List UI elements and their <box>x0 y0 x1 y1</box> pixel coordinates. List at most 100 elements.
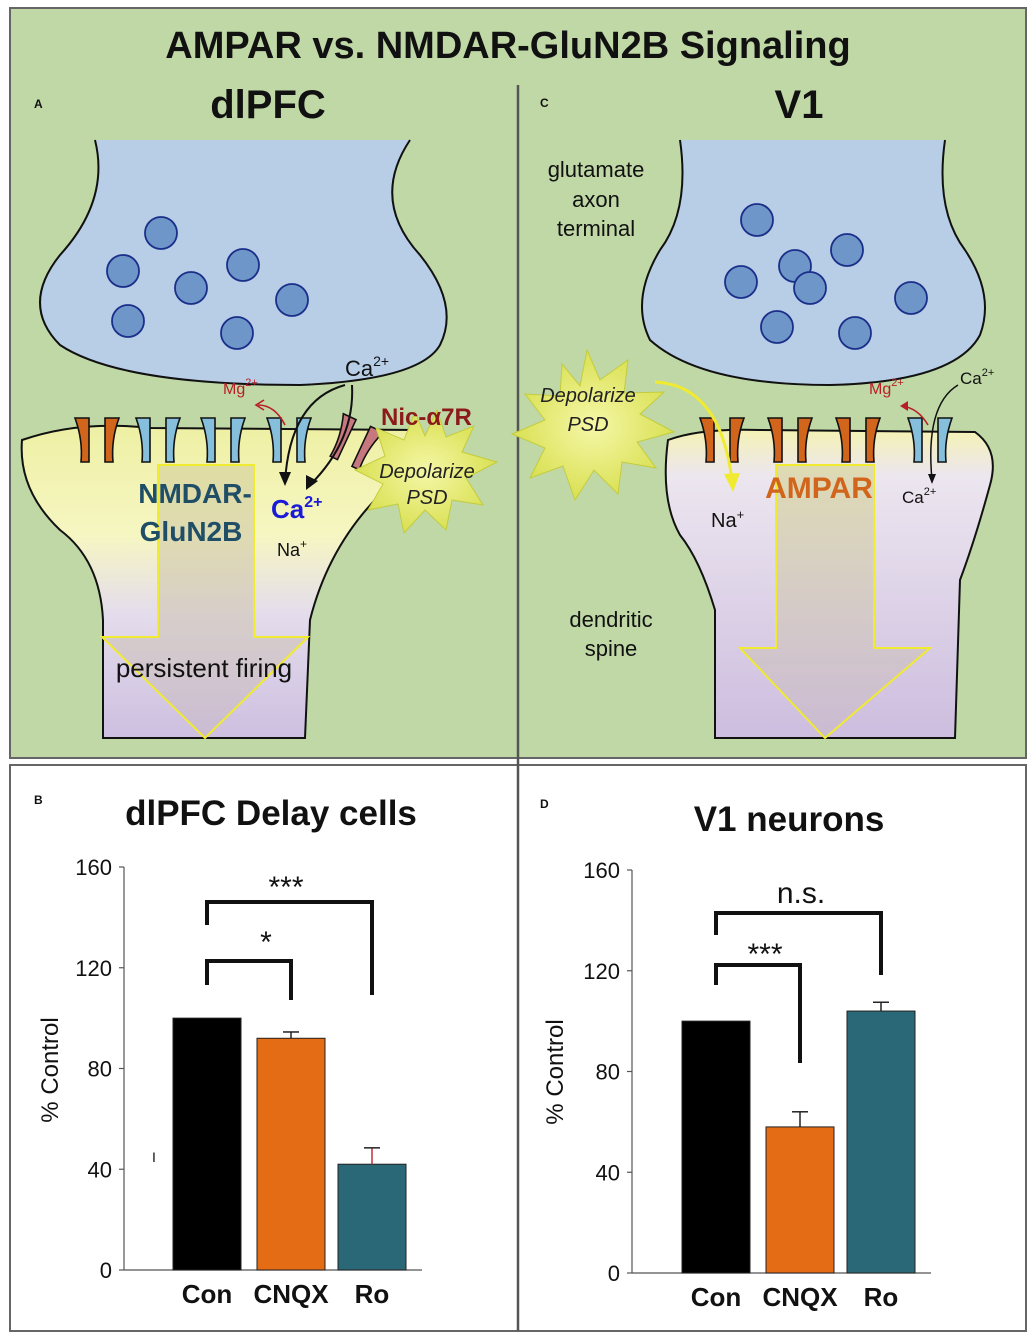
mg-label-a: Mg <box>223 381 245 398</box>
nmdar-receptor-a-3 <box>265 417 313 463</box>
chart-d-ylabel: % Control <box>542 1019 569 1124</box>
panel-c-letter: C <box>540 96 549 110</box>
chart-d-category-label: Ro <box>864 1282 899 1312</box>
depolarize-label-a-2: PSD <box>406 487 447 509</box>
na-label-c: Na <box>711 510 737 532</box>
ampar-receptor-a <box>73 417 121 463</box>
terminal-label-3: terminal <box>557 216 635 241</box>
ca-in-label-c: Ca <box>902 488 924 507</box>
na-label-a: Na <box>277 540 301 560</box>
chart-b-title: dlPFC Delay cells <box>125 794 417 833</box>
chart-b-ytick-label: 120 <box>75 956 112 981</box>
chart-b-bar-con <box>172 1017 242 1271</box>
chart-b-category-label: CNQX <box>253 1279 329 1309</box>
persistent-firing-label: persistent firing <box>116 653 292 683</box>
panel-c-heading: V1 <box>775 83 824 127</box>
chart-b-category-label: Con <box>182 1279 233 1309</box>
chart-d-ytick-label: 160 <box>583 858 620 883</box>
chart-d-ytick-label: 120 <box>583 959 620 984</box>
chart-d-bar-ro <box>846 1010 916 1274</box>
ca-top-sup-a: 2+ <box>373 353 389 369</box>
nmdar-label-1: NMDAR- <box>138 478 252 509</box>
chart-d-category-label: CNQX <box>762 1282 838 1312</box>
chart-b-bar-cnqx <box>256 1037 326 1271</box>
mg-label-c: Mg <box>869 381 891 398</box>
depolarize-burst-c <box>510 348 676 502</box>
vesicles-a <box>106 216 309 350</box>
ca-in-sup-a: 2+ <box>304 494 322 511</box>
ca-in-label-a: Ca <box>271 494 305 524</box>
chart-d-ytick-label: 80 <box>596 1060 620 1085</box>
nmdar-receptor-c <box>906 417 954 463</box>
svg-text:Ca2+: Ca2+ <box>960 367 994 388</box>
chart-b-sig-ro: *** <box>268 871 303 904</box>
mg-sup-a: 2+ <box>245 377 258 389</box>
ampar-receptor-c-2 <box>766 417 814 463</box>
panel-b-mark: I <box>152 1149 156 1165</box>
ca-top-label-c: Ca <box>960 369 982 388</box>
svg-text:Na+: Na+ <box>711 507 744 532</box>
svg-text:Na+: Na+ <box>277 537 307 560</box>
chart-d-bar-con <box>681 1020 751 1274</box>
chart-b-sig-cnqx: * <box>260 926 272 959</box>
signal-arrow-c <box>737 464 933 740</box>
nmdar-receptor-a-2 <box>199 417 247 463</box>
ca-arrow-a-2 <box>309 384 354 486</box>
vesicles-c <box>724 203 928 350</box>
panel-d-letter: D <box>540 797 549 811</box>
ca-arrow-c <box>930 384 959 481</box>
chart-b-ytick-label: 40 <box>88 1157 112 1182</box>
ca-top-sup-c: 2+ <box>982 367 995 379</box>
panel-a-heading: dlPFC <box>210 83 326 127</box>
chart-b-significance-bracket <box>205 900 374 995</box>
chart-d-bar-cnqx <box>765 1126 835 1274</box>
panel-a-letter: A <box>34 97 43 111</box>
panel-b: B I dlPFC Delay cells % Control 04080120… <box>34 793 422 1309</box>
depolarize-burst-a <box>353 408 499 535</box>
chart-d-ytick-label: 40 <box>596 1160 620 1185</box>
nmdar-receptor-a-1 <box>134 417 182 463</box>
persistent-firing-arrow <box>99 464 311 740</box>
panel-b-letter: B <box>34 793 43 807</box>
mg-sup-c: 2+ <box>891 377 904 389</box>
na-sup-c: + <box>737 507 745 522</box>
svg-text:Ca2+: Ca2+ <box>345 353 389 381</box>
ampar-receptor-c-1 <box>698 417 746 463</box>
chart-b-ylabel: % Control <box>37 1017 64 1122</box>
na-sup-a: + <box>300 537 307 551</box>
svg-text:Ca2+: Ca2+ <box>902 486 936 507</box>
ca-in-sup-c: 2+ <box>924 486 937 498</box>
panel-c: C V1 <box>510 83 994 740</box>
chart-d-title: V1 neurons <box>694 800 885 839</box>
chart-b-significance-bracket <box>205 959 293 1000</box>
ca-arrow-a-1 <box>284 384 346 483</box>
ampar-receptor-c-3 <box>834 417 882 463</box>
nic-label: Nic-α7R <box>381 404 472 431</box>
spine-label-2: spine <box>585 636 638 661</box>
depolarize-label-a-1: Depolarize <box>379 461 475 483</box>
chart-d-significance-bracket <box>714 911 883 975</box>
depolarize-label-c-2: PSD <box>567 414 608 436</box>
terminal-label-2: axon <box>572 187 620 212</box>
depolarize-label-c-1: Depolarize <box>540 385 636 407</box>
panel-a: A dlPFC <box>20 83 499 740</box>
chart-d-significance-bracket <box>714 963 802 1063</box>
terminal-label-1: glutamate <box>548 157 645 182</box>
chart-b-ytick-label: 160 <box>75 855 112 880</box>
chart-d-sig-ro: n.s. <box>777 877 825 910</box>
chart-b-bar-ro <box>337 1163 407 1271</box>
depolarize-arrow-c <box>654 380 734 481</box>
figure-title: AMPAR vs. NMDAR-GluN2B Signaling <box>165 25 850 67</box>
chart-b-category-label: Ro <box>355 1279 390 1309</box>
chart-d-sig-cnqx: *** <box>747 938 782 971</box>
chart-d-category-label: Con <box>691 1282 742 1312</box>
axon-terminal-c <box>641 139 986 387</box>
mg-arrow-a <box>257 404 286 426</box>
chart-b-ytick-label: 0 <box>100 1258 112 1283</box>
nmdar-label-2: GluN2B <box>140 516 243 547</box>
ampar-label: AMPAR <box>765 472 873 505</box>
